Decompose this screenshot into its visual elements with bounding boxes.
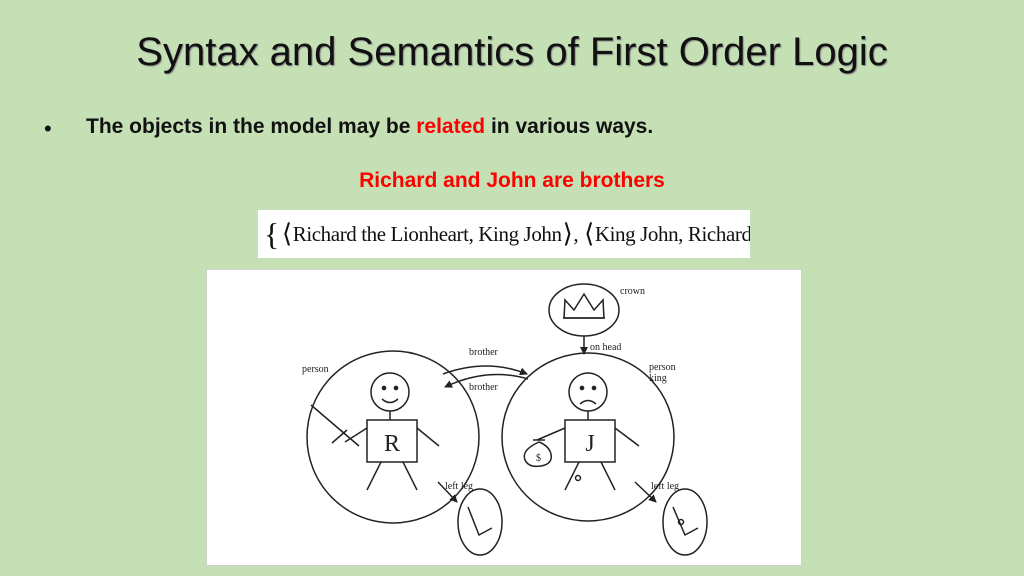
open-angle-2: ⟨: [584, 219, 594, 248]
richard-ellipse: [306, 350, 480, 524]
subtitle: Richard and John are brothers: [359, 169, 665, 192]
bullet-text-end: in various ways.: [485, 115, 654, 138]
left-leg-label-richard: left leg: [445, 481, 473, 492]
pair2-first: King John,: [594, 221, 684, 246]
king-label: king: [649, 373, 667, 384]
person-label-left: person: [302, 364, 329, 375]
pair1-first: Richard the Lionheart,: [292, 221, 474, 246]
person-label-right: person: [649, 362, 676, 373]
john-ellipse: [501, 352, 675, 522]
richard-figure: [310, 372, 440, 491]
brother-arrow-top: [442, 365, 528, 376]
money-bag-icon: [523, 441, 553, 468]
crown-icon: [563, 292, 605, 319]
relation-formula: { ⟨ Richard the Lionheart, King John ⟩, …: [258, 210, 750, 258]
money-symbol: $: [536, 453, 541, 464]
open-brace: {: [264, 216, 279, 252]
left-leg-label-john: left leg: [651, 481, 679, 492]
bullet-text: The objects in the model may be related …: [86, 115, 653, 139]
slide-title: Syntax and Semantics of First Order Logi…: [136, 30, 888, 74]
brother-bottom-label: brother: [469, 382, 499, 393]
bullet-highlight: related: [416, 115, 486, 138]
brother-arrow-bottom: [444, 373, 529, 388]
richard-box-letter: R: [384, 431, 400, 457]
model-diagram: crown on head brother brother person per…: [206, 269, 802, 566]
close-angle-1: ⟩: [562, 219, 573, 248]
pair2-second: Richard the Lionheart: [687, 221, 750, 246]
model-diagram-svg: crown on head brother brother person per…: [302, 283, 708, 556]
john-leg-ellipse: [662, 488, 708, 556]
john-figure: [523, 372, 640, 491]
john-box-letter: J: [585, 431, 594, 457]
on-head-label: on head: [590, 342, 621, 353]
crown-circle: [548, 283, 620, 337]
open-angle-1: ⟨: [281, 219, 292, 248]
brother-top-label: brother: [469, 347, 499, 358]
pair1-second: King John: [478, 221, 562, 246]
bullet-dot: •: [44, 116, 52, 141]
tuple-comma: ,: [573, 221, 579, 246]
richard-leg-ellipse: [457, 488, 503, 556]
crown-label: crown: [620, 286, 645, 297]
bullet-text-start: The objects in the model may be: [86, 115, 417, 138]
